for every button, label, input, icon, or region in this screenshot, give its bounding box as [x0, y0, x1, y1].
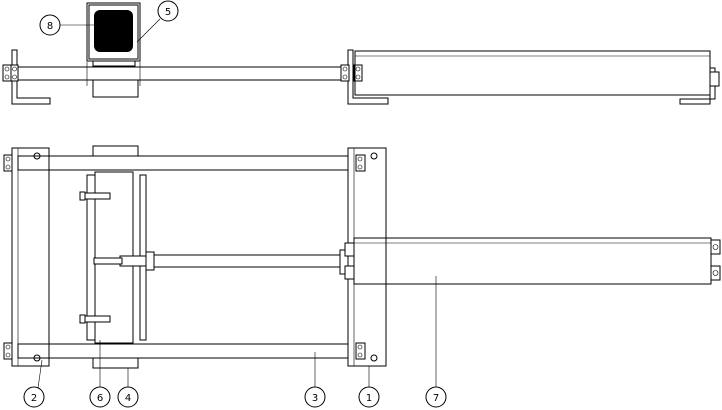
top-view [2, 2, 720, 105]
moving-plate [79, 171, 155, 344]
callout-1-label: 1 [366, 393, 372, 404]
callout-8: 8 [39, 14, 95, 36]
top-cylinder [354, 50, 711, 96]
callout-5-label: 5 [165, 7, 171, 18]
callout-5: 5 [136, 0, 179, 43]
callout-8-label: 8 [47, 21, 53, 32]
top-left-bracket [11, 49, 51, 105]
top-right-nuts [340, 64, 363, 82]
callout-3-label: 3 [312, 393, 318, 404]
front-view [3, 145, 721, 369]
frame-nuts [3, 154, 366, 360]
callout-6: 6 [89, 340, 111, 408]
left-frame-plate [11, 147, 50, 367]
cylinder-body [353, 237, 712, 285]
callout-1: 1 [358, 366, 380, 408]
top-end-bracket [679, 67, 716, 105]
upper-guide-block [92, 145, 139, 157]
callout-7-label: 7 [433, 393, 439, 404]
callouts: 8 5 2 6 4 3 [23, 0, 447, 408]
top-rod [17, 66, 349, 81]
callout-2: 2 [23, 359, 45, 408]
top-left-nuts [2, 64, 19, 82]
callout-4: 4 [117, 368, 139, 408]
block-insert-8 [94, 10, 133, 52]
callout-4-label: 4 [125, 393, 131, 404]
top-right-bracket [347, 49, 389, 105]
callout-2-label: 2 [31, 393, 37, 404]
callout-3: 3 [304, 352, 326, 408]
piston-rod [153, 254, 341, 268]
lower-guide-block [92, 357, 139, 369]
lower-rod [17, 343, 349, 359]
callout-6-label: 6 [97, 393, 103, 404]
top-block [86, 2, 141, 98]
upper-rod [17, 155, 349, 171]
callout-7: 7 [425, 276, 447, 408]
